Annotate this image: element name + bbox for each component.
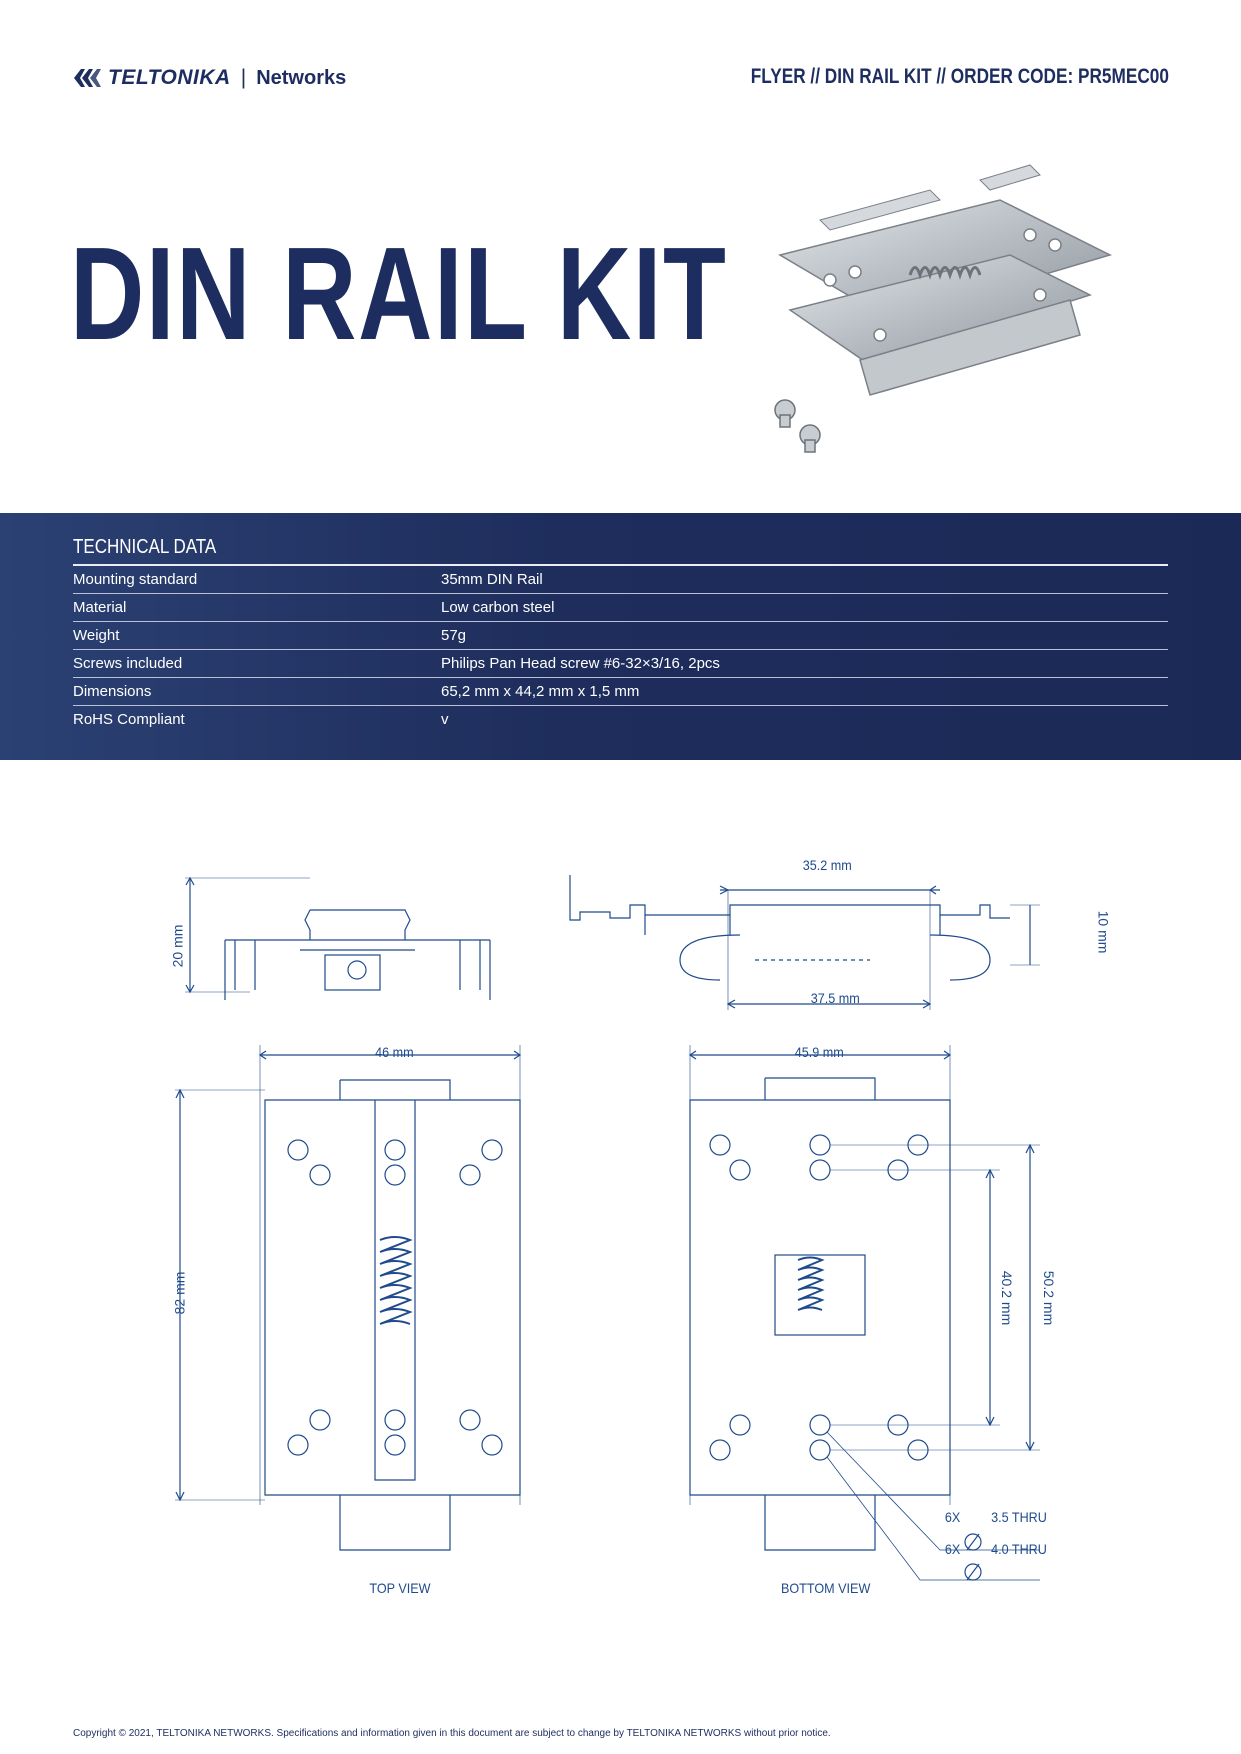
din-rail-kit-product-image <box>774 164 1113 453</box>
hole-count-b: 6X <box>944 1541 961 1557</box>
dim-side-height: 20 mm <box>169 924 186 968</box>
side-view <box>185 876 491 1000</box>
dim-front-bottom: 37.5 mm <box>810 990 860 1006</box>
spec-value: 57g <box>441 627 467 644</box>
technical-data-title: TECHNICAL DATA <box>73 536 217 558</box>
table-row: Screws included Philips Pan Head screw #… <box>73 649 1168 677</box>
dim-front-top: 35.2 mm <box>802 857 852 873</box>
table-row: Dimensions 65,2 mm x 44,2 mm x 1,5 mm <box>73 677 1168 705</box>
top-view <box>175 1045 522 1551</box>
hole-note-a: 3.5 THRU <box>991 1509 1047 1525</box>
spec-key: Mounting standard <box>73 571 198 588</box>
technical-data-section <box>0 513 1241 760</box>
spec-value: 35mm DIN Rail <box>441 571 543 588</box>
spec-value: v <box>441 711 449 728</box>
brand-separator: | <box>240 66 247 89</box>
dim-top-height: 82 mm <box>171 1271 188 1315</box>
top-view-caption: TOP VIEW <box>369 1580 431 1596</box>
table-row: Weight 57g <box>73 621 1168 649</box>
front-view <box>569 875 1040 1010</box>
hole-count-a: 6X <box>944 1509 961 1525</box>
brand-logo: TELTONIKA | Networks <box>72 62 346 94</box>
spec-value: 65,2 mm x 44,2 mm x 1,5 mm <box>441 683 640 700</box>
spec-key: Dimensions <box>73 683 152 700</box>
hole-note-b: 4.0 THRU <box>991 1541 1047 1557</box>
spec-value: Philips Pan Head screw #6-32×3/16, 2pcs <box>441 655 720 672</box>
document-label: FLYER // DIN RAIL KIT // ORDER CODE: PR5… <box>750 65 1169 88</box>
spec-key: Screws included <box>73 655 183 672</box>
technical-drawing <box>175 875 1040 1581</box>
table-row: Mounting standard 35mm DIN Rail <box>73 564 1168 593</box>
bottom-view-caption: BOTTOM VIEW <box>780 1580 871 1596</box>
dim-bottom-outer: 50.2 mm <box>1041 1270 1058 1326</box>
spec-key: Material <box>73 599 127 616</box>
spec-key: Weight <box>73 627 120 644</box>
brand-name: TELTONIKA <box>108 66 231 89</box>
brand-subtitle: Networks <box>256 66 347 89</box>
table-row: Material Low carbon steel <box>73 593 1168 621</box>
dim-top-width: 46 mm <box>375 1044 414 1060</box>
spec-key: RoHS Compliant <box>73 711 185 728</box>
dim-front-height: 10 mm <box>1095 910 1112 954</box>
bottom-view <box>688 1045 1040 1581</box>
spec-value: Low carbon steel <box>441 599 555 616</box>
teltonika-logo-icon <box>74 69 101 87</box>
technical-data-table: Mounting standard 35mm DIN Rail Material… <box>73 564 1168 733</box>
table-row: RoHS Compliant v <box>73 705 1168 733</box>
dim-bottom-width: 45.9 mm <box>794 1044 844 1060</box>
dim-bottom-inner: 40.2 mm <box>999 1270 1016 1326</box>
copyright-footer: Copyright © 2021, TELTONIKA NETWORKS. Sp… <box>73 1728 831 1739</box>
page-title: DIN RAIL KIT <box>70 220 728 367</box>
